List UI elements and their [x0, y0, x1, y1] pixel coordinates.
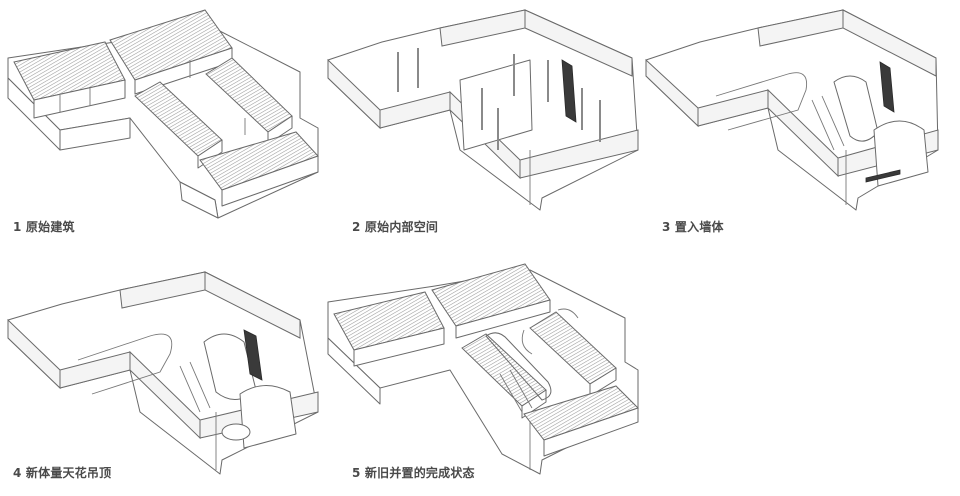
completed-state-axonometric — [327, 263, 639, 475]
original-interior-axonometric — [327, 9, 639, 211]
caption-step-1: 1 原始建筑 — [13, 220, 75, 234]
panel-original-interior: 2 原始内部空间 — [320, 0, 650, 240]
caption-step-2: 2 原始内部空间 — [352, 220, 439, 234]
panel-original-building: 1 原始建筑 — [0, 0, 330, 240]
caption-step-3: 3 置入墙体 — [662, 220, 724, 234]
caption-step-5: 5 新旧并置的完成状态 — [352, 466, 475, 480]
panel-inserted-walls: 3 置入墙体 — [638, 0, 960, 240]
original-building-axonometric — [7, 9, 319, 219]
inserted-walls-axonometric — [645, 9, 939, 211]
panel-completed-state: 5 新旧并置的完成状态 — [320, 262, 650, 496]
panel-new-volume-ceiling: 4 新体量天花吊顶 — [0, 262, 330, 496]
new-volume-ceiling-axonometric — [7, 271, 319, 475]
caption-step-4: 4 新体量天花吊顶 — [13, 466, 112, 480]
